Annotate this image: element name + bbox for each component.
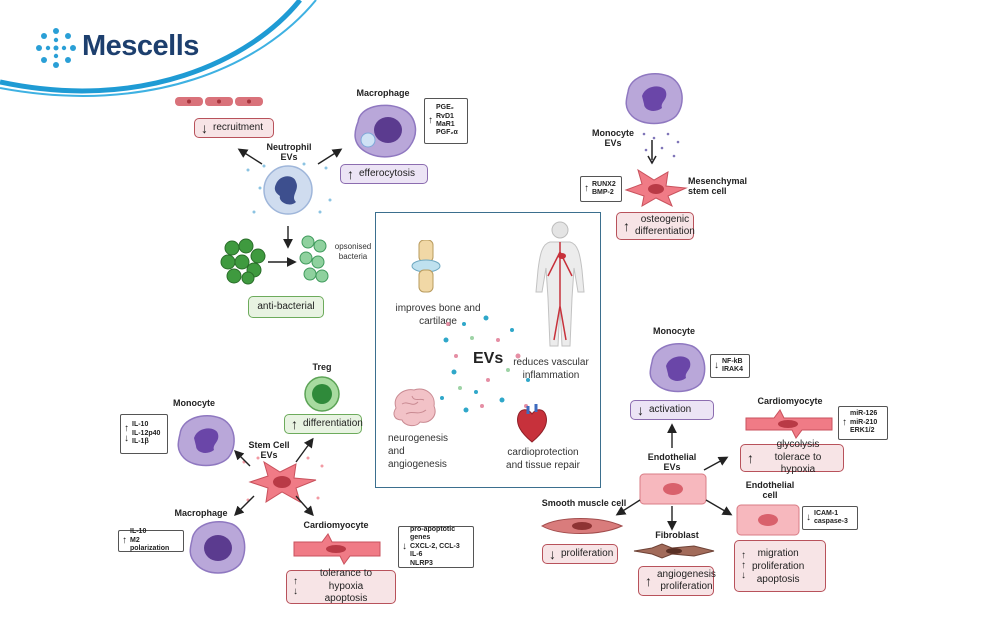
brain-icon: [393, 388, 436, 427]
msc-label: Mesenchymal stem cell: [688, 176, 748, 197]
arrow-up-icon: ↑: [584, 183, 589, 194]
arrow-down-icon: ↓: [124, 433, 129, 444]
monocyte-cell-top-right: [625, 72, 683, 125]
cardiomyocyte-cell-right: [745, 409, 833, 439]
neutrophil-evs-label: Neutrophil EVs: [266, 142, 312, 163]
monocyte-markers-left: ↑ ↓ IL-10 IL-12p40 IL-1β: [120, 414, 168, 454]
cardiomyocyte-box-left: ↑ ↓ tolerance to hypoxia apoptosis: [286, 568, 396, 604]
opsonised-bacteria: [299, 235, 329, 283]
fibroblast-cell: [633, 543, 715, 559]
logo-icon: [36, 28, 76, 68]
arrow-up-icon: ↑: [645, 573, 652, 589]
arrow-up-icon: ↑: [747, 450, 754, 466]
stem-cell: [242, 456, 324, 504]
cardiomyocyte-markers-left: ↓ pro-apoptotic genes CXCL-2, CCL-3 IL-6…: [398, 526, 474, 568]
arrow-up-icon: ↑: [842, 417, 847, 428]
arrow-down-icon: ↓: [293, 586, 298, 597]
endothelial-evs-label: Endothelial EVs: [647, 452, 697, 473]
fibroblast-label: Fibroblast: [655, 530, 699, 540]
fibroblast-box: ↑angiogenesis proliferation: [638, 566, 716, 596]
macrophage-label-left: Macrophage: [174, 508, 228, 518]
treg-label: Treg: [312, 362, 332, 372]
endothelial-ev-cell: [639, 473, 707, 505]
endothelial-cell-markers: ↓ ICAM-1 caspase-3: [802, 506, 858, 530]
header-swoosh: [0, 0, 317, 97]
bacteria-cluster: [220, 238, 266, 285]
endothelium-strip: [175, 97, 263, 106]
cardiomyocyte-cell-left: [293, 533, 381, 565]
neuro-text: neurogenesis and angiogenesis: [388, 433, 449, 470]
knee-joint-icon: [411, 240, 441, 293]
msc-cell: [624, 168, 688, 208]
monocyte-cell-right: [649, 342, 706, 393]
monocyte-markers-right: ↓ NF-kB IRAK4: [710, 354, 750, 378]
recruitment-box: ↓recruitment: [194, 118, 274, 138]
osteogenic-box: ↑osteogenic differentiation: [616, 212, 695, 240]
endothelial-cell-box: ↑ ↑ ↓ migration proliferation apoptosis: [734, 540, 826, 592]
arrow-up-icon: ↑: [122, 535, 127, 546]
arrow-up-icon: ↑: [623, 218, 630, 234]
endothelial-cell: [736, 504, 800, 536]
smooth-muscle-cell: [540, 518, 624, 534]
monocyte-cell-left: [177, 414, 235, 467]
arrow-down-icon: ↓: [549, 546, 556, 562]
opsonised-label: opsonised bacteria: [334, 242, 372, 261]
arrow-down-icon: ↓: [806, 512, 811, 523]
cardiomyocyte-box-right: ↑glycolysis tolerace to hypoxia: [740, 439, 844, 475]
anti-bacterial-box: anti-bacterial: [248, 296, 324, 318]
logo-text: Mescells: [82, 30, 199, 62]
monocyte-evs-dots: [642, 132, 680, 165]
endothelial-cell-label: Endothelial cell: [745, 480, 795, 501]
arrow-down-icon: ↓: [201, 120, 208, 136]
cardio-text: cardioprotection and tissue repair: [506, 447, 580, 471]
macrophage-cell-top: [354, 104, 417, 158]
arrow-down-icon: ↓: [741, 570, 746, 581]
bone-text: improves bone and cartilage: [395, 303, 481, 327]
smooth-muscle-label: Smooth muscle cell: [541, 498, 627, 508]
arrow-down-icon: ↓: [714, 360, 719, 371]
monocyte-label-left: Monocyte: [172, 398, 215, 408]
stem-cell-evs-label: Stem Cell EVs: [248, 440, 290, 461]
macrophage-markers-top: ↑ PGE₂ RvD1 MaR1 PGF₂α: [424, 98, 468, 144]
msc-markers: ↑ RUNX2 BMP-2: [580, 176, 622, 202]
ev-particles: [440, 315, 530, 413]
arrow-up-icon: ↑: [741, 560, 746, 571]
monocyte-label-right: Monocyte: [652, 326, 695, 336]
macrophage-label-top: Macrophage: [356, 88, 410, 98]
arrow-up-icon: ↑: [428, 115, 433, 126]
monocyte-evs-label: Monocyte EVs: [591, 128, 634, 149]
neutrophil-cell: [246, 162, 332, 215]
efferocytosis-box: ↑efferocytosis: [340, 164, 428, 184]
arrow-down-icon: ↓: [402, 541, 407, 552]
arrow-up-icon: ↑: [741, 550, 746, 561]
human-body-icon: [535, 221, 585, 347]
arrow-down-icon: ↓: [637, 402, 644, 418]
arrow-up-icon: ↑: [347, 166, 354, 182]
proliferation-box: ↓proliferation: [542, 544, 618, 564]
cardiomyocyte-label-left: Cardiomyocyte: [303, 520, 369, 530]
macrophage-markers-left: ↑ IL-10 M2 polarization: [118, 528, 184, 552]
arrow-up-icon: ↑: [291, 416, 298, 432]
cardiomyocyte-label-right: Cardiomyocyte: [757, 396, 823, 406]
treg-cell: [304, 376, 340, 412]
treg-differentiation-box: ↑differentiation: [284, 414, 363, 434]
macrophage-cell-left: [189, 520, 246, 574]
activation-box: ↓activation: [630, 400, 714, 420]
heart-icon: [517, 404, 547, 443]
ev-title: EVs: [473, 350, 504, 367]
arrow-up-icon: ↑: [293, 576, 298, 587]
arrow-up-icon: ↑: [124, 423, 129, 434]
vascular-text: reduces vascular inflammation: [513, 357, 589, 381]
cardiomyocyte-markers-right: ↑ miR-126 miR-210 ERK1/2: [838, 406, 888, 440]
